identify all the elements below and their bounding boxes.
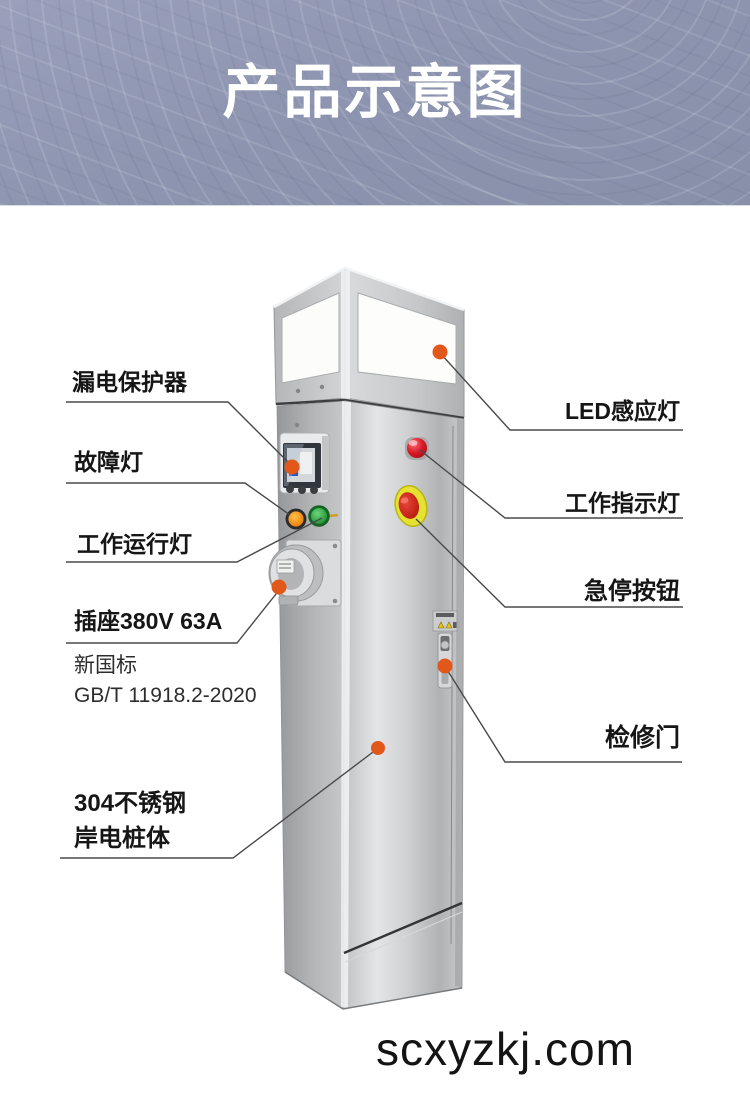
- marker-dot-led-light: [432, 344, 448, 360]
- callout-line-led-light: [440, 353, 683, 431]
- emergency-stop-button: [394, 485, 428, 527]
- fault-light-button: [285, 508, 307, 530]
- callout-label-running-light: 工作运行灯: [77, 531, 192, 557]
- marker-dot-leakage-protector: [284, 459, 300, 475]
- standard-note: 新国标 GB/T 11918.2-2020: [74, 654, 257, 707]
- work-indicator-light: [405, 437, 429, 460]
- leakage-protector-breaker: [279, 432, 330, 494]
- callout-label-work-indicator: 工作指示灯: [565, 490, 680, 516]
- website-text: scxyzkj.com: [376, 1023, 635, 1075]
- marker-dot-pillar-body: [371, 741, 385, 755]
- warning-sticker: [432, 610, 458, 632]
- led-panel-front: [357, 292, 457, 385]
- callout-label-fault-light: 故障灯: [74, 449, 143, 475]
- pillar-head: [273, 266, 465, 420]
- running-light-button: [308, 505, 339, 527]
- callout-line-pillar-body: [60, 748, 378, 859]
- callout-line-leakage-protector: [66, 401, 293, 467]
- callout-line-fault-light: [66, 482, 291, 516]
- callout-label-led-sensor-light: LED感应灯: [565, 398, 680, 424]
- marker-dot-access-door: [437, 658, 453, 674]
- marker-dot-socket: [271, 579, 287, 595]
- callout-line-access-door: [445, 667, 682, 763]
- callout-label-access-door: 检修门: [604, 724, 680, 752]
- callout-line-work-indicator: [419, 449, 683, 519]
- callout-label-leakage-protector: 漏电保护器: [72, 369, 187, 395]
- callout-label-socket-spec: 插座380V 63A: [74, 608, 223, 634]
- header-banner: 产品示意图: [0, 0, 750, 206]
- callout-line-emergency-stop: [415, 518, 683, 608]
- led-panel-side: [281, 292, 340, 384]
- callout-label-emergency-stop: 急停按钮: [584, 578, 680, 605]
- callout-label-pillar-body: 304不锈钢 岸电桩体: [74, 790, 187, 852]
- page-title: 产品示意图: [222, 60, 528, 125]
- callout-line-running-light: [66, 517, 323, 563]
- callout-line-socket: [66, 588, 281, 644]
